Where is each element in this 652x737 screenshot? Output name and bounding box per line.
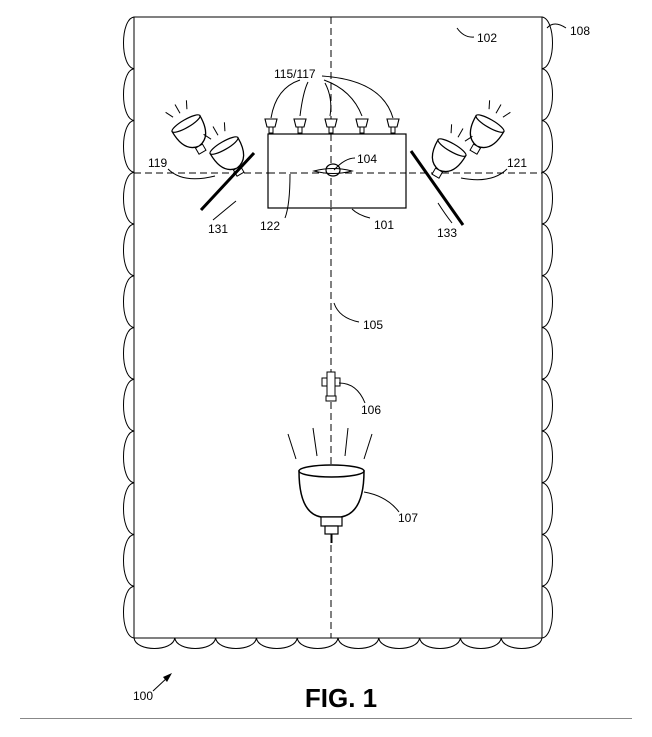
top-light-4 [355, 118, 369, 134]
main-bottom-light [287, 427, 373, 543]
label-102: 102 [477, 31, 497, 45]
label-133: 133 [437, 226, 457, 240]
label-122: 122 [260, 219, 280, 233]
label-105: 105 [363, 318, 383, 332]
label-115-117: 115/117 [274, 67, 316, 81]
axis-fixture [321, 371, 341, 402]
top-light-5 [386, 118, 400, 134]
label-108: 108 [570, 24, 590, 38]
top-light-1 [264, 118, 278, 134]
right-reflector [409, 150, 465, 226]
label-101: 101 [374, 218, 394, 232]
leader-lines [152, 23, 567, 692]
left-reflector [199, 151, 256, 212]
top-light-3 [324, 118, 338, 134]
stage-boundary [133, 16, 543, 639]
label-119: 119 [148, 156, 167, 170]
top-lights-row [264, 118, 400, 134]
backdrop-scalloped-border [123, 16, 553, 649]
right-spot-lamp-upper [469, 100, 511, 155]
label-100: 100 [133, 689, 153, 703]
label-106: 106 [361, 403, 381, 417]
right-spot-lamp-lower [431, 124, 473, 179]
top-light-2 [293, 118, 307, 134]
label-107: 107 [398, 511, 418, 525]
left-spot-lamp-upper [165, 100, 207, 155]
bottom-rule [20, 718, 632, 719]
label-104: 104 [357, 152, 377, 166]
figure-caption: FIG. 1 [305, 683, 377, 713]
label-121: 121 [507, 156, 527, 170]
label-131: 131 [208, 222, 228, 236]
